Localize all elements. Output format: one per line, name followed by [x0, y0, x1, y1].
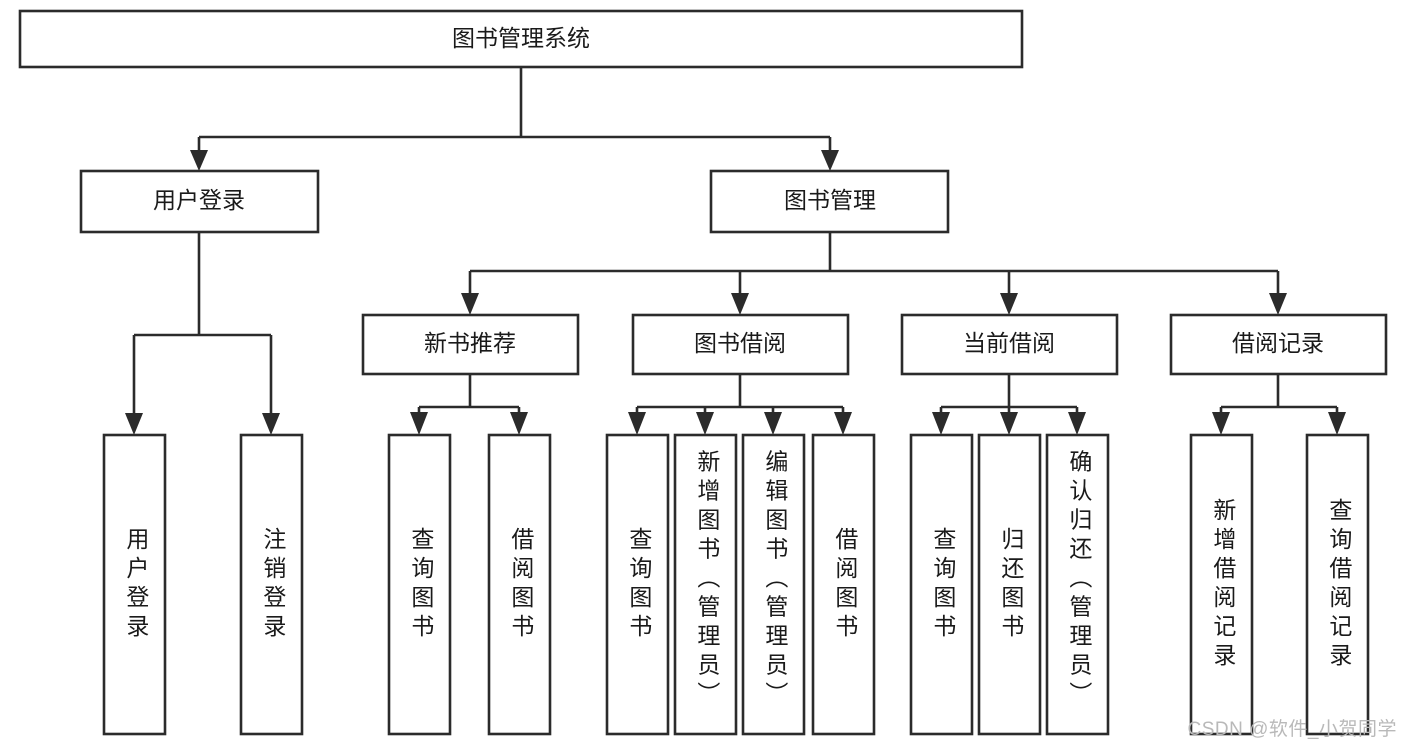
- node-leaf-borrow-record-1[interactable]: 查询借阅记录: [1305, 433, 1370, 736]
- node-user-login-box[interactable]: [79, 169, 320, 234]
- arrow-user-login-leaf-1: [262, 413, 280, 435]
- node-leaf-user-login-1-label: 注销登录: [260, 527, 287, 643]
- node-root[interactable]: 图书管理系统: [18, 9, 1024, 69]
- arrow-book-borrow-leaf-1: [696, 412, 714, 435]
- node-leaf-book-borrow-2-label: 编辑图书（管理员）: [762, 450, 789, 711]
- arrow-borrow-record-leaf-1: [1328, 412, 1346, 435]
- node-leaf-book-borrow-3-label: 借阅图书: [832, 527, 859, 643]
- node-leaf-user-login-0[interactable]: 用户登录: [102, 433, 167, 736]
- node-new-book-recommend-label: 新书推荐: [424, 330, 516, 356]
- node-book-manage-box[interactable]: [709, 169, 950, 234]
- node-root-label: 图书管理系统: [452, 25, 590, 51]
- node-book-manage-label: 图书管理: [784, 187, 876, 213]
- node-leaf-new-book-1[interactable]: 借阅图书: [487, 433, 552, 736]
- node-current-borrow-label: 当前借阅: [963, 330, 1055, 356]
- arrow-root-to-user-login: [190, 150, 208, 171]
- node-leaf-book-borrow-2-box[interactable]: [741, 433, 806, 736]
- node-leaf-current-borrow-2[interactable]: 确认归还（管理员）: [1045, 433, 1110, 736]
- arrow-to-borrow-record: [1269, 293, 1287, 315]
- node-leaf-new-book-0-label: 查询图书: [408, 527, 435, 643]
- node-leaf-new-book-1-label: 借阅图书: [508, 527, 535, 643]
- arrow-book-borrow-leaf-2: [764, 412, 782, 435]
- node-leaf-user-login-0-box[interactable]: [102, 433, 167, 736]
- node-current-borrow[interactable]: 当前借阅: [900, 313, 1119, 376]
- node-leaf-current-borrow-1[interactable]: 归还图书: [977, 433, 1042, 736]
- arrow-current-borrow-leaf-2: [1068, 412, 1086, 435]
- node-leaf-book-borrow-0-label: 查询图书: [626, 527, 653, 643]
- arrow-to-new-book: [461, 293, 479, 315]
- node-book-manage[interactable]: 图书管理: [709, 169, 950, 234]
- node-current-borrow-box[interactable]: [900, 313, 1119, 376]
- node-borrow-record-label: 借阅记录: [1232, 330, 1324, 356]
- node-leaf-current-borrow-1-box[interactable]: [977, 433, 1042, 736]
- node-leaf-current-borrow-0-label: 查询图书: [930, 527, 957, 643]
- node-borrow-record-box[interactable]: [1169, 313, 1388, 376]
- node-leaf-book-borrow-2[interactable]: 编辑图书（管理员）: [741, 433, 806, 736]
- arrow-user-login-leaf-0: [125, 413, 143, 435]
- arrow-to-book-borrow: [731, 293, 749, 315]
- arrow-new-book-leaf-1: [510, 412, 528, 435]
- node-leaf-user-login-1-box[interactable]: [239, 433, 304, 736]
- node-leaf-borrow-record-0[interactable]: 新增借阅记录: [1189, 433, 1254, 736]
- node-leaf-book-borrow-1[interactable]: 新增图书（管理员）: [673, 433, 738, 736]
- node-leaf-book-borrow-0[interactable]: 查询图书: [605, 433, 670, 736]
- arrow-current-borrow-leaf-1: [1000, 412, 1018, 435]
- node-new-book-recommend[interactable]: 新书推荐: [361, 313, 580, 376]
- node-leaf-borrow-record-1-label: 查询借阅记录: [1326, 498, 1353, 672]
- node-leaf-current-borrow-2-box[interactable]: [1045, 433, 1110, 736]
- node-leaf-user-login-1[interactable]: 注销登录: [239, 433, 304, 736]
- connector-layer: [125, 67, 1346, 435]
- arrow-borrow-record-leaf-0: [1212, 412, 1230, 435]
- node-leaf-borrow-record-0-box[interactable]: [1189, 433, 1254, 736]
- node-leaf-borrow-record-1-box[interactable]: [1305, 433, 1370, 736]
- node-user-login[interactable]: 用户登录: [79, 169, 320, 234]
- arrow-book-borrow-leaf-3: [834, 412, 852, 435]
- node-leaf-current-borrow-2-label: 确认归还（管理员）: [1066, 450, 1093, 711]
- node-borrow-record[interactable]: 借阅记录: [1169, 313, 1388, 376]
- node-new-book-recommend-box[interactable]: [361, 313, 580, 376]
- node-leaf-book-borrow-1-box[interactable]: [673, 433, 738, 736]
- node-leaf-new-book-0[interactable]: 查询图书: [387, 433, 452, 736]
- arrow-root-to-book-manage: [821, 150, 839, 171]
- node-leaf-user-login-0-label: 用户登录: [123, 527, 150, 643]
- node-leaf-new-book-0-box[interactable]: [387, 433, 452, 736]
- node-leaf-borrow-record-0-label: 新增借阅记录: [1210, 498, 1237, 672]
- node-leaf-book-borrow-0-box[interactable]: [605, 433, 670, 736]
- node-leaf-book-borrow-3[interactable]: 借阅图书: [811, 433, 876, 736]
- arrow-new-book-leaf-0: [410, 412, 428, 435]
- node-leaf-book-borrow-3-box[interactable]: [811, 433, 876, 736]
- arrow-to-current-borrow: [1000, 293, 1018, 315]
- node-book-borrow-box[interactable]: [631, 313, 850, 376]
- node-leaf-new-book-1-box[interactable]: [487, 433, 552, 736]
- node-root-box[interactable]: [18, 9, 1024, 69]
- node-leaf-current-borrow-0-box[interactable]: [909, 433, 974, 736]
- node-user-login-label: 用户登录: [153, 187, 245, 213]
- node-leaf-current-borrow-0[interactable]: 查询图书: [909, 433, 974, 736]
- node-book-borrow-label: 图书借阅: [694, 330, 786, 356]
- node-leaf-current-borrow-1-label: 归还图书: [998, 527, 1025, 643]
- arrow-book-borrow-leaf-0: [628, 412, 646, 435]
- arrow-current-borrow-leaf-0: [932, 412, 950, 435]
- node-leaf-book-borrow-1-label: 新增图书（管理员）: [694, 450, 721, 711]
- node-book-borrow[interactable]: 图书借阅: [631, 313, 850, 376]
